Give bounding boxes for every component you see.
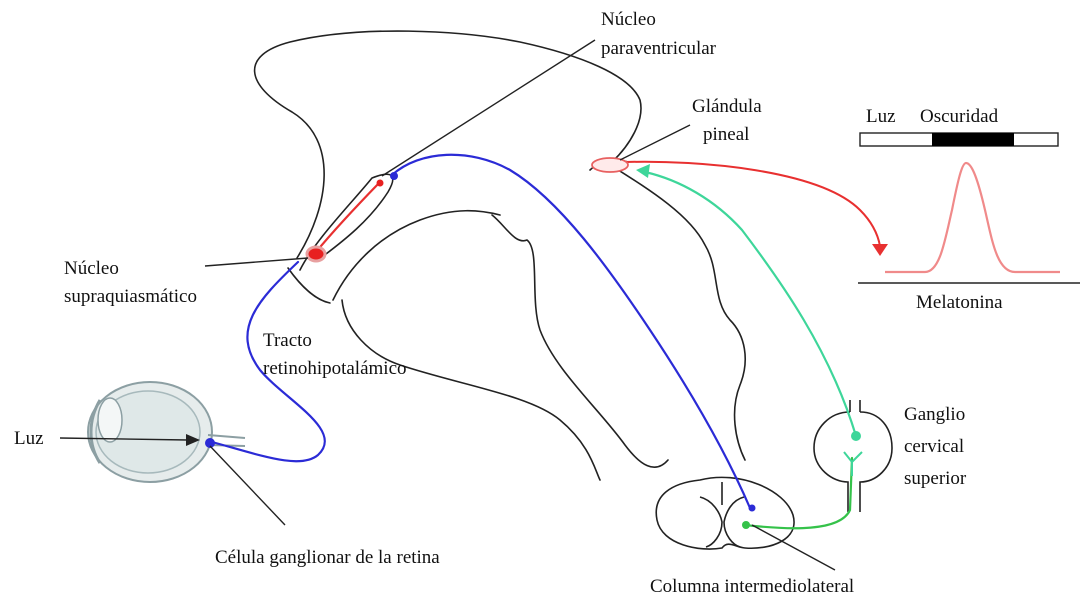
leader-celula (209, 445, 286, 526)
text-labels: Núcleo paraventricular Glándula pineal L… (14, 9, 1003, 597)
pathways (210, 153, 888, 530)
pvn-marker (376, 179, 384, 187)
pvn-blue-terminal (390, 172, 398, 180)
label-celula-ganglionar: Célula ganglionar de la retina (215, 547, 440, 568)
label-luz-bar: Luz (866, 106, 896, 127)
spinal-blue-terminal (748, 504, 756, 512)
leader-supraquiasmatico (204, 257, 309, 267)
markers (205, 157, 863, 529)
scn-marker (305, 245, 327, 263)
lens (97, 397, 123, 443)
label-glandula-pineal-1: Glándula (692, 96, 762, 117)
label-nucleo-supra-1: Núcleo (64, 258, 119, 279)
ganglion-dendrite (843, 451, 863, 476)
pineal-gland (591, 157, 629, 173)
label-tracto-1: Tracto (263, 330, 312, 351)
pons-contour (341, 299, 601, 481)
leader-luz-eye (59, 437, 189, 441)
cornea (89, 399, 102, 464)
brainstem-anterior (491, 214, 669, 468)
superior-cervical-ganglion (813, 400, 893, 512)
leader-paraventricular (381, 39, 596, 177)
ganglion-to-pineal-pathway (643, 170, 858, 438)
cerebellum-contour (611, 165, 746, 461)
label-nucleo-paraventricular-1: Núcleo (601, 9, 656, 30)
melatonin-secretion-arrow (625, 160, 881, 247)
pineal-arrowhead (636, 164, 650, 178)
retinal-ganglion-cell (205, 438, 215, 448)
label-melatonina: Melatonina (916, 292, 1003, 313)
spinal-to-ganglion-pathway (743, 456, 854, 530)
label-nucleo-paraventricular-2: paraventricular (601, 38, 717, 59)
label-nucleo-supra-2: supraquiasmático (64, 286, 197, 307)
label-luz-eye: Luz (14, 428, 44, 449)
ganglion-outline (813, 411, 893, 512)
leader-pineal (619, 124, 691, 161)
spinal-green-cell (742, 521, 750, 529)
label-ganglio-1: Ganglio (904, 404, 965, 425)
spinal-cord-section (655, 476, 795, 550)
leader-columna (751, 524, 836, 571)
ganglion-green-cell (851, 431, 861, 441)
light-dark-panel (858, 132, 1080, 284)
label-tracto-2: retinohipotalámico (263, 358, 407, 379)
eye-inner-ring (95, 390, 201, 474)
label-ganglio-2: cervical (904, 436, 964, 457)
label-oscuridad: Oscuridad (920, 106, 999, 127)
luz-arrowhead (186, 434, 200, 446)
spinal-cord-outline (655, 476, 795, 550)
scn-to-pvn-pathway (314, 180, 382, 254)
eye-illustration (87, 381, 246, 483)
label-columna-intermediolateral: Columna intermediolateral (650, 576, 854, 597)
label-glandula-pineal-2: pineal (703, 124, 749, 145)
leader-lines (59, 39, 836, 571)
spinal-grey-matter (699, 496, 745, 548)
dark-segment (932, 133, 1014, 146)
optic-chiasm-lower (287, 267, 331, 304)
pvn-to-spinal-pathway (390, 153, 752, 510)
third-ventricle-contour (299, 173, 394, 271)
melatonin-arrowhead (872, 244, 888, 256)
ventral-diencephalon (332, 209, 501, 301)
brain-outline (253, 30, 746, 481)
melatonin-curve (885, 161, 1060, 274)
brain-upper-contour (253, 30, 642, 259)
retinohypothalamic-tract (210, 260, 326, 463)
label-ganglio-3: superior (904, 468, 967, 489)
